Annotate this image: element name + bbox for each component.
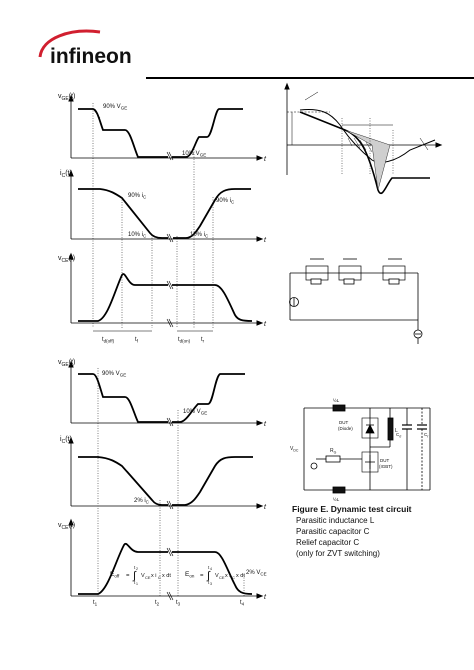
- ic-axis-label-upper: iC(t): [60, 170, 72, 179]
- lsigma-bottom-inductor: [332, 486, 346, 494]
- t2-label: t2: [155, 600, 160, 607]
- logo-swoosh-icon: [38, 29, 101, 58]
- svg-text:x i: x i: [225, 573, 231, 579]
- l-label: L: [395, 428, 398, 434]
- vge-90-label-upper: 90% VGE: [103, 104, 127, 111]
- load-inductor: [387, 417, 394, 441]
- dut-igbt-line2: (IGBT): [379, 464, 393, 469]
- dynamic-test-circuit: [303, 404, 431, 494]
- svg-text:3: 3: [210, 582, 212, 586]
- vce-axis-label-upper: vCE(t): [58, 255, 75, 264]
- dut-diode-line2: (Diode): [338, 426, 353, 431]
- vdc-label: VDC: [290, 446, 299, 453]
- lower-waveform-panel: [68, 360, 264, 601]
- svg-text:C: C: [158, 575, 161, 580]
- svg-text:CE: CE: [145, 575, 151, 580]
- caption-line-2: Parasitic capacitor C: [296, 527, 370, 536]
- ic-waveform-lower: [78, 456, 253, 506]
- igbt-icon: [365, 455, 375, 469]
- caption-line-4: (only for ZVT switching): [296, 549, 380, 558]
- svg-text:2: 2: [136, 567, 138, 571]
- diode-recovery-diagram: [284, 82, 443, 195]
- cr-label: Cr: [424, 432, 429, 439]
- vce-waveform-upper: [78, 273, 253, 322]
- diode-icon: [365, 424, 375, 434]
- svg-text:x dt: x dt: [162, 573, 171, 579]
- t-axis-label: t: [264, 421, 267, 428]
- svg-text:V: V: [141, 573, 145, 579]
- ic-10-left-label: 10% iC: [128, 232, 147, 239]
- svg-text:∫: ∫: [206, 570, 211, 582]
- gate-source-icon: [310, 462, 318, 470]
- t-axis-label: t: [264, 156, 267, 163]
- svg-text:C: C: [232, 575, 235, 580]
- upper-waveform-panel: [68, 94, 264, 332]
- dut-diode-label: DUT: [339, 420, 348, 425]
- t-axis-label: t: [264, 321, 267, 328]
- vge-90-label-lower: 90% VGE: [102, 371, 126, 378]
- t4-label: t4: [240, 600, 245, 607]
- svg-text:t: t: [134, 565, 136, 570]
- svg-text:Eon: Eon: [185, 571, 195, 579]
- ic-10-right-label: 10% iC: [190, 232, 209, 239]
- gate-resistor: [325, 455, 341, 463]
- t3-label: t3: [176, 600, 181, 607]
- t-don-label: td(on): [178, 337, 191, 344]
- vge-waveform-lower: [78, 373, 245, 423]
- current-source-icon: [289, 297, 299, 307]
- t-f-label: tf: [135, 337, 139, 344]
- svg-text:1: 1: [136, 582, 138, 586]
- t1-label: t1: [93, 600, 98, 607]
- lsigma-top-label: ½L: [333, 397, 340, 403]
- stray-inductance-circuit: [289, 258, 423, 344]
- figure-caption-title: Figure E. Dynamic test circuit: [292, 504, 412, 514]
- dut-igbt-label: DUT: [380, 458, 389, 463]
- rg-label: RG: [330, 448, 337, 455]
- t-axis-label: t: [264, 237, 267, 244]
- t-r-label: tr: [201, 337, 205, 344]
- svg-text:x i: x i: [151, 573, 157, 579]
- ic-waveform-upper: [78, 188, 251, 239]
- ic-2-label-lower: 2% iC: [134, 498, 150, 505]
- upper-panel-labels: vGE(t) 90% VGE 10% VGE t iC(t) 90% iC 90…: [58, 93, 267, 344]
- cs-label: Cσ: [396, 432, 402, 439]
- vge-waveform-upper: [78, 108, 243, 158]
- infineon-logo: infineon: [38, 29, 132, 68]
- svg-text:CE: CE: [219, 575, 225, 580]
- caption-line-1: Parasitic inductance L: [296, 516, 375, 525]
- lsigma-top-inductor: [332, 404, 346, 412]
- recovery-hatch-area: [344, 129, 391, 191]
- ic-90-left-label: 90% iC: [128, 193, 147, 200]
- logo-text: infineon: [50, 45, 132, 68]
- ic-90-right-label: 90% iC: [216, 198, 235, 205]
- svg-text:∫: ∫: [132, 570, 137, 582]
- svg-text:t: t: [134, 580, 136, 585]
- svg-text:t: t: [208, 580, 210, 585]
- t-axis-label: t: [264, 504, 267, 511]
- vge-10-label-upper: 10% VGE: [182, 151, 206, 158]
- svg-text:x dt: x dt: [236, 573, 245, 579]
- vce-waveform-lower: [78, 542, 253, 595]
- vge-axis-label-lower: vGE(t): [58, 359, 75, 368]
- test-circuit-labels: VDC ½L ½L DUT (Diode) DUT (IGBT) L Cσ Cr…: [290, 397, 429, 502]
- vce-axis-label-lower: vCE(t): [58, 522, 75, 531]
- t-axis-label: t: [264, 594, 267, 601]
- vge-axis-label-upper: vGE(t): [58, 93, 75, 102]
- svg-text:V: V: [215, 573, 219, 579]
- lsigma-bottom-label: ½L: [333, 496, 340, 502]
- lower-panel-labels: vGE(t) 90% VGE 10% VGE t iC(t) 2% iC t v…: [58, 359, 267, 607]
- vce-2-label-lower: 2% VCE: [246, 570, 267, 577]
- vge-10-label-lower: 10% VGE: [183, 409, 207, 416]
- caption-line-3: Relief capacitor C: [296, 538, 360, 547]
- t-doff-label: td(off): [102, 337, 115, 344]
- ic-axis-label-lower: iC(t): [60, 436, 72, 445]
- svg-text:Eoff: Eoff: [110, 571, 120, 579]
- svg-text:=: =: [200, 573, 204, 579]
- svg-text:4: 4: [210, 567, 212, 571]
- svg-text:=: =: [126, 573, 130, 579]
- svg-text:t: t: [208, 565, 210, 570]
